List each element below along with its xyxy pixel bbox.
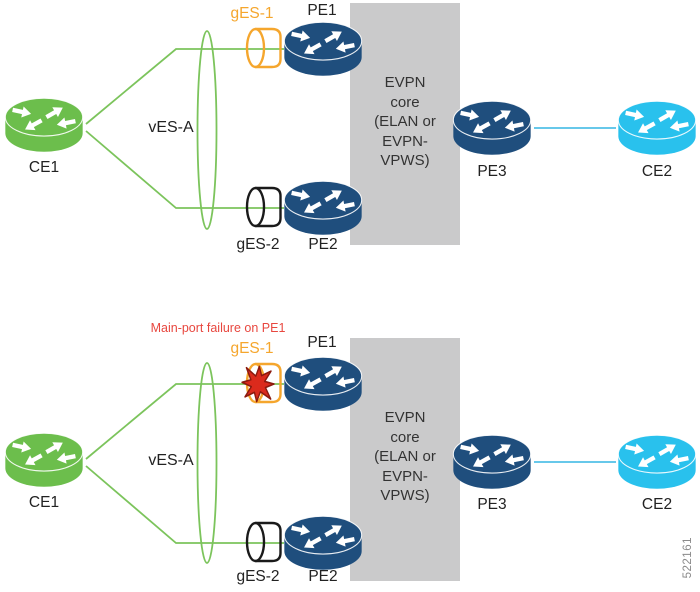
ves-ellipse-top xyxy=(196,30,218,230)
ves-label-top: vES-A xyxy=(148,119,194,136)
ges1-label-top: gES-1 xyxy=(230,5,274,22)
failure-starburst-icon xyxy=(241,365,275,403)
evpn-core-label-top: EVPN core (ELAN or EVPN- VPWS) xyxy=(374,74,436,169)
ves-label-bottom: vES-A xyxy=(148,452,194,469)
pe1-router-icon-bottom xyxy=(281,356,365,414)
ce2-label-bottom: CE2 xyxy=(641,496,673,513)
pe2-router-icon-bottom xyxy=(281,515,365,573)
ce1-router-icon-top xyxy=(2,97,86,155)
pe3-label-bottom: PE3 xyxy=(477,496,507,513)
ges2-label-bottom: gES-2 xyxy=(236,568,280,585)
figure-id: 522161 xyxy=(682,537,694,579)
ce2-router-icon-bottom xyxy=(615,434,699,492)
ce1-router-icon-bottom xyxy=(2,432,86,490)
pe2-label-top: PE2 xyxy=(308,236,338,253)
ges2-cylinder-icon-bottom xyxy=(245,521,283,563)
ce2-label-top: CE2 xyxy=(641,163,673,180)
evpn-core-label-bottom: EVPN core (ELAN or EVPN- VPWS) xyxy=(374,409,436,504)
ges1-cylinder-icon-top xyxy=(245,27,283,69)
failure-note: Main-port failure on PE1 xyxy=(150,321,286,335)
ce1-label-bottom: CE1 xyxy=(28,494,60,511)
pe3-router-icon-bottom xyxy=(450,434,534,492)
pe3-label-top: PE3 xyxy=(477,163,507,180)
ges2-label-top: gES-2 xyxy=(236,236,280,253)
pe2-label-bottom: PE2 xyxy=(308,568,338,585)
ce1-label-top: CE1 xyxy=(28,159,60,176)
ves-ellipse-bottom xyxy=(196,362,218,564)
ce2-router-icon-top xyxy=(615,100,699,158)
pe3-router-icon-top xyxy=(450,100,534,158)
pe2-router-icon-top xyxy=(281,180,365,238)
pe1-label-bottom: PE1 xyxy=(307,334,337,351)
pe1-router-icon-top xyxy=(281,21,365,79)
ges2-cylinder-icon-top xyxy=(245,186,283,228)
evpn-core-box-top xyxy=(350,3,460,245)
pe1-label-top: PE1 xyxy=(307,2,337,19)
ges1-label-bottom: gES-1 xyxy=(230,340,274,357)
evpn-core-box-bottom xyxy=(350,338,460,581)
